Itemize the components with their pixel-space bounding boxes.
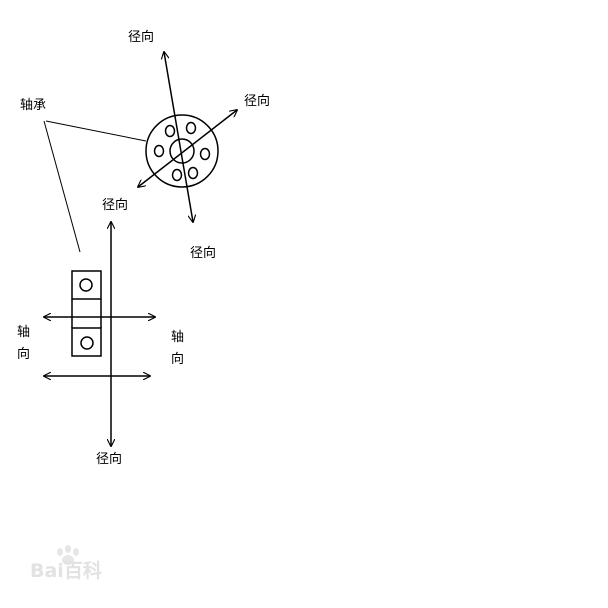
radial-arrow-vertical <box>164 52 193 222</box>
leader-line-bottom <box>43 120 81 253</box>
leader-line-top <box>45 120 147 142</box>
label-radial-top: 径向 <box>128 30 155 45</box>
ball-element <box>185 121 197 135</box>
ball-element <box>164 124 176 138</box>
watermark-text: Bai百科 <box>30 560 102 582</box>
ball-element <box>187 166 199 180</box>
label-bearing: 轴承 <box>20 98 47 113</box>
ball-element <box>199 147 211 161</box>
watermark-paw-icon <box>57 545 79 565</box>
label-axial-left: 轴向 <box>17 325 31 362</box>
roller-lower <box>80 336 94 350</box>
bearing-section-lower <box>71 327 102 357</box>
bearing-leader-lines <box>43 120 147 253</box>
radial-arrow-diagonal <box>138 110 237 187</box>
ball-element <box>153 144 165 158</box>
label-radial-mid: 径向 <box>102 198 129 213</box>
bearing-section-upper <box>71 270 102 300</box>
ball-element <box>171 168 183 182</box>
label-axial-right: 轴向 <box>171 330 185 367</box>
radial-bearing-view <box>138 52 237 222</box>
axial-bearing-view <box>44 222 155 446</box>
roller-upper <box>79 278 93 292</box>
label-radial-bottom: 径向 <box>96 452 123 467</box>
label-radial-right: 径向 <box>244 94 271 109</box>
label-radial-lower: 径向 <box>190 246 217 261</box>
